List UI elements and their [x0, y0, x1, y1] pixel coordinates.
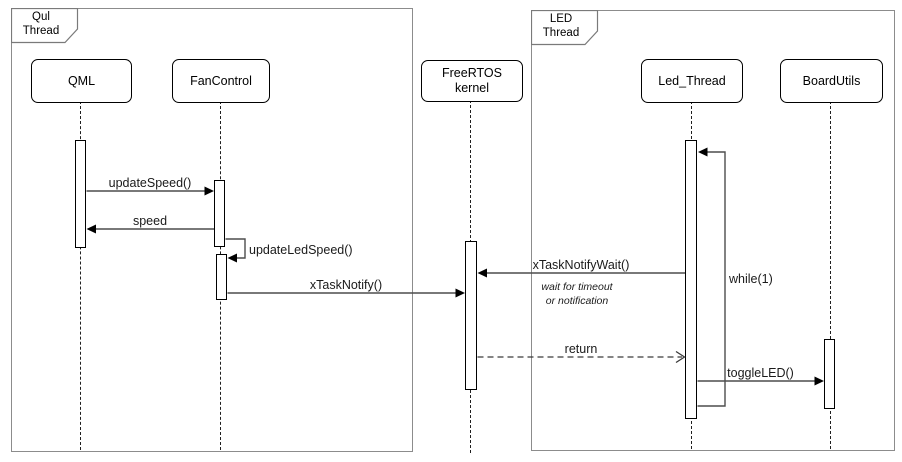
message-label-updatespeed: updateSpeed() — [108, 176, 192, 190]
activation-freertos-kernel — [465, 241, 477, 390]
lifeline-head-led-thread: Led_Thread — [641, 59, 743, 103]
lifeline-head-freertos-kernel-label: FreeRTOS kernel — [442, 66, 502, 95]
message-note-wait-for-timeout: wait for timeout or notification — [541, 281, 613, 307]
frame-qul-thread-label: Qul Thread — [11, 8, 79, 44]
message-label-updateledspeed: updateLedSpeed() — [249, 243, 353, 257]
frame-led-thread-label: LED Thread — [531, 10, 599, 46]
lifeline-boardutils — [830, 101, 831, 449]
message-label-while-loop: while(1) — [729, 272, 773, 286]
message-label-xtasknotify: xTaskNotify() — [309, 278, 383, 292]
frame-led-thread-label-text: LED Thread — [542, 13, 580, 39]
activation-boardutils — [824, 339, 835, 409]
lifeline-head-fancontrol-label: FanControl — [190, 73, 252, 88]
frame-led-thread — [531, 10, 895, 451]
frame-label-pentagon — [531, 10, 599, 46]
lifeline-qml — [80, 101, 81, 450]
lifeline-head-qml: QML — [31, 59, 132, 103]
activation-fancontrol-2 — [216, 254, 227, 300]
lifeline-head-boardutils-label: BoardUtils — [802, 73, 861, 88]
lifeline-head-qml-label: QML — [67, 73, 96, 88]
frame-qul-thread-label-text: Qul Thread — [22, 11, 60, 37]
message-label-toggleled: toggleLED() — [727, 366, 794, 380]
frame-label-pentagon — [11, 8, 79, 44]
lifeline-head-freertos-kernel: FreeRTOS kernel — [421, 60, 523, 102]
activation-led-thread — [685, 140, 697, 419]
frame-qul-thread — [11, 8, 413, 452]
activation-fancontrol-1 — [214, 180, 225, 247]
activation-qml — [75, 140, 86, 248]
lifeline-head-led-thread-label: Led_Thread — [658, 73, 726, 88]
lifeline-head-boardutils: BoardUtils — [780, 59, 883, 103]
message-label-speed: speed — [132, 214, 168, 228]
lifeline-head-fancontrol: FanControl — [172, 59, 270, 103]
message-label-xtasknotifywait: xTaskNotifyWait() — [532, 258, 630, 272]
message-label-return: return — [564, 342, 598, 356]
